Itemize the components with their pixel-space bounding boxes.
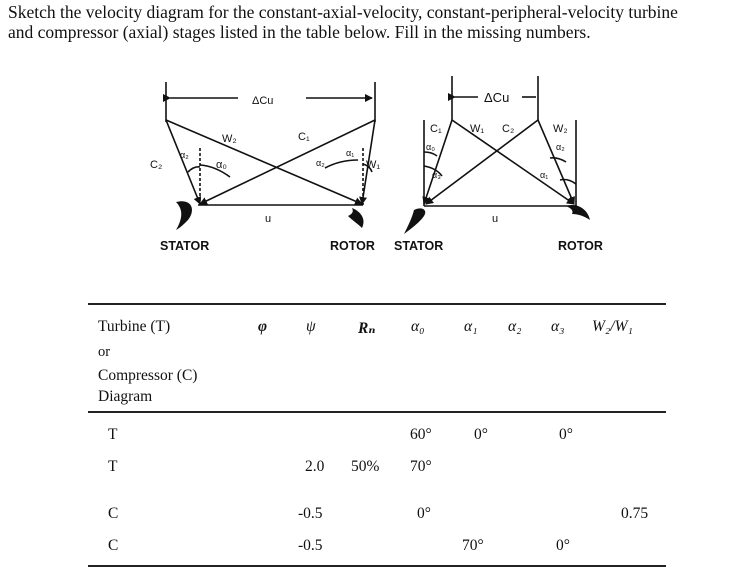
velocity-diagram: ΔCu W₂ C₁ C₂ α₂ α₀ α₂ α₁ W₁ u STATOR ROT…: [150, 76, 603, 253]
compressor-a0-label: α₀: [426, 142, 435, 152]
col-header-alpha1: α₁: [464, 318, 478, 335]
compressor-w1-label: W₁: [470, 123, 484, 135]
compressor-velocity-triangle: [422, 76, 577, 207]
table-header-rule: [88, 411, 666, 413]
row-header-line-4: Diagram: [98, 388, 153, 405]
row-3-psi: -0.5: [298, 505, 323, 522]
compressor-u-label: u: [492, 213, 498, 225]
compressor-a1-label: α₁: [540, 170, 548, 180]
turbine-a2-label: α₂: [180, 150, 189, 160]
col-header-phi: φ: [258, 318, 268, 335]
turbine-rotor-caption: ROTOR: [330, 239, 375, 253]
table-top-rule: [88, 303, 666, 305]
row-2-psi: 2.0: [305, 458, 325, 475]
row-2-rn: 50%: [351, 458, 380, 475]
row-1-alpha3: 0°: [559, 426, 573, 443]
row-header-line-3: Compressor (C): [98, 367, 198, 384]
problem-line-2: and compressor (axial) stages listed in …: [8, 22, 591, 42]
col-header-alpha2: α₂: [508, 318, 522, 335]
row-4-alpha1: 70°: [462, 537, 484, 554]
row-1-alpha0: 60°: [410, 426, 432, 443]
problem-line-1: Sketch the velocity diagram for the cons…: [8, 2, 678, 22]
turbine-stator-blade-icon: [176, 201, 192, 230]
turbine-rotor-blade-icon: [348, 208, 364, 228]
row-1-alpha1: 0°: [474, 426, 488, 443]
row-header-line-1: Turbine (T): [98, 318, 171, 335]
col-header-rn: Rₙ: [358, 320, 376, 337]
turbine-c1-label: C₁: [298, 131, 310, 143]
turbine-a1-label: α₁: [346, 148, 354, 158]
row-2-type: T: [108, 458, 118, 475]
turbine-w2-label: W₂: [222, 133, 237, 145]
compressor-delta-cu-label: ΔCu: [484, 90, 509, 105]
compressor-rotor-blade-icon: [566, 204, 590, 220]
row-3-type: C: [108, 505, 119, 522]
row-header-line-2: or: [98, 344, 111, 360]
turbine-stator-caption: STATOR: [160, 239, 209, 253]
problem-statement: Sketch the velocity diagram for the cons…: [8, 2, 743, 42]
turbine-velocity-triangle: [163, 82, 376, 206]
row-4-psi: -0.5: [298, 537, 323, 554]
compressor-c2-label: C₂: [502, 123, 514, 135]
compressor-a3-label: α₃: [432, 170, 441, 180]
col-header-w2-w1: W₂/W₁: [592, 318, 633, 335]
row-3-alpha0: 0°: [417, 505, 431, 522]
compressor-rotor-caption: ROTOR: [558, 239, 603, 253]
compressor-w2-label: W₂: [553, 123, 568, 135]
turbine-c2-label: C₂: [150, 159, 162, 171]
row-2-alpha0: 70°: [410, 458, 432, 475]
turbine-u-label: u: [265, 213, 271, 225]
row-4-alpha3: 0°: [556, 537, 570, 554]
compressor-a2-label: α₂: [556, 142, 565, 152]
turbine-delta-cu-label: ΔCu: [252, 95, 273, 107]
turbine-a2b-label: α₂: [316, 158, 325, 168]
row-4-type: C: [108, 537, 119, 554]
col-header-alpha3: α₃: [551, 318, 565, 335]
row-3-w2-w1: 0.75: [621, 505, 649, 522]
col-header-psi: ψ: [306, 318, 316, 335]
compressor-c1-label: C₁: [430, 123, 442, 135]
compressor-stator-caption: STATOR: [394, 239, 443, 253]
row-1-type: T: [108, 426, 118, 443]
table-bottom-rule: [88, 565, 666, 567]
col-header-alpha0: α₀: [411, 318, 425, 335]
compressor-stator-blade-icon: [404, 208, 426, 234]
turbine-a0-label: α₀: [216, 159, 227, 171]
turbine-w1-label: W₁: [366, 159, 380, 171]
